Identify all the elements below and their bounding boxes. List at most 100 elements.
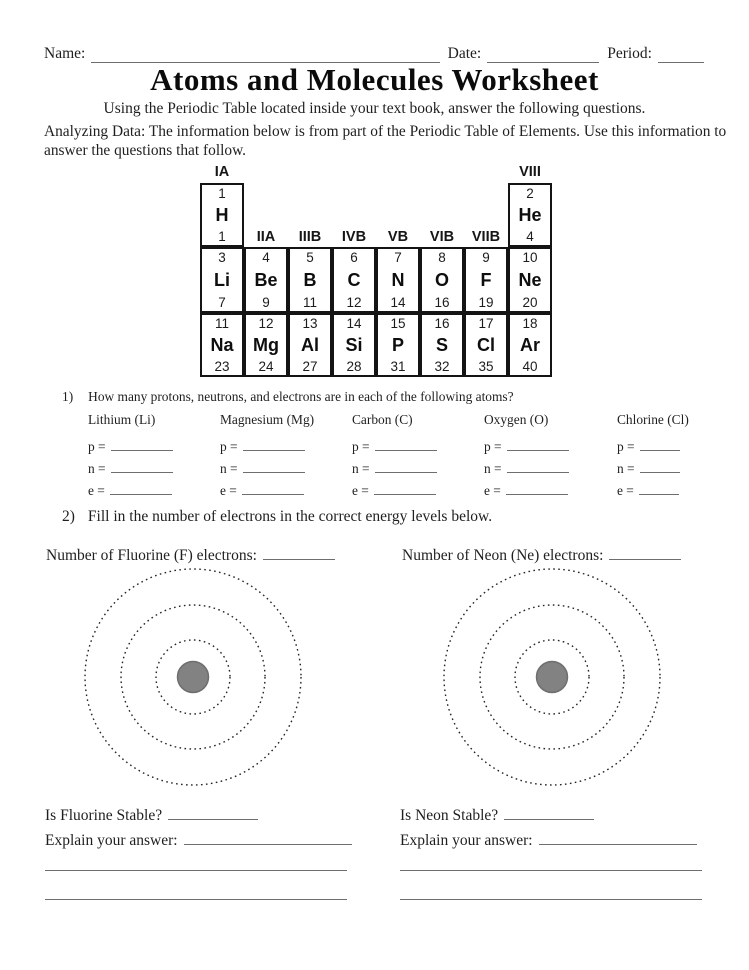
atomic-number: 6 <box>350 250 358 265</box>
n-blank[interactable] <box>639 459 680 473</box>
element-symbol: S <box>435 335 448 355</box>
n-blank[interactable] <box>242 459 305 473</box>
name-blank[interactable] <box>91 49 440 63</box>
e-blank[interactable] <box>241 481 304 495</box>
question2-text: Fill in the number of electrons in the c… <box>87 508 493 525</box>
e-blank[interactable] <box>505 481 568 495</box>
fluorine-stable-label: Is Fluorine Stable? <box>45 807 163 824</box>
neon-explain-row: Explain your answer: <box>400 831 697 850</box>
e-blank[interactable] <box>373 481 436 495</box>
p-blank[interactable] <box>506 437 569 451</box>
explain-label: Explain your answer: <box>400 832 533 849</box>
energy-level-ring-2 <box>479 604 625 750</box>
element-symbol: He <box>518 205 542 225</box>
n-blank[interactable] <box>506 459 569 473</box>
p-blank[interactable] <box>639 437 680 451</box>
fluorine-explain-blank[interactable] <box>183 831 352 845</box>
periodic-table: IA VIII 1 H 1 IIA IIIB IVB VB VIB VIIB 2… <box>200 158 552 377</box>
e-label: e = <box>617 483 634 498</box>
p-label: p = <box>88 439 106 454</box>
period-blank[interactable] <box>658 49 704 63</box>
element-name-label: Carbon (C) <box>352 412 413 427</box>
group-label-ia: IA <box>214 164 230 180</box>
name-label: Name: <box>44 45 86 62</box>
n-label: n = <box>352 461 370 476</box>
e-label: e = <box>352 483 369 498</box>
mass-number: 23 <box>214 358 230 374</box>
neon-electrons-blank[interactable] <box>609 546 682 560</box>
element-cell-n: 7 N 14 <box>376 247 420 313</box>
energy-level-ring-1 <box>514 639 590 715</box>
fluorine-electrons-label: Number of Fluorine (F) electrons: <box>46 547 257 564</box>
element-cell-mg: 12 Mg 24 <box>244 313 288 377</box>
q1-column-carbon: Carbon (C) p = n = e = <box>352 409 437 502</box>
element-symbol: Na <box>210 335 234 355</box>
mass-number: 1 <box>218 228 226 244</box>
fluorine-stable-blank[interactable] <box>168 806 259 820</box>
answer-line[interactable] <box>45 870 347 871</box>
question1-number: 1) <box>62 389 74 404</box>
atomic-number: 9 <box>482 250 490 265</box>
fluorine-stable-row: Is Fluorine Stable? <box>45 806 259 825</box>
element-symbol: B <box>303 270 317 290</box>
energy-level-ring-2 <box>120 604 266 750</box>
e-blank[interactable] <box>638 481 679 495</box>
element-symbol: Ne <box>518 270 542 290</box>
answer-line[interactable] <box>45 899 347 900</box>
mass-number: 20 <box>522 294 538 310</box>
p-blank[interactable] <box>242 437 305 451</box>
element-symbol: Li <box>214 270 230 290</box>
p-label: p = <box>220 439 238 454</box>
periodic-table-top-labels: IA VIII <box>200 158 552 183</box>
element-symbol: C <box>347 270 361 290</box>
mass-number: 19 <box>478 294 494 310</box>
n-blank[interactable] <box>110 459 173 473</box>
element-cell-h: 1 H 1 <box>200 183 244 247</box>
fluorine-electrons-row: Number of Fluorine (F) electrons: <box>46 546 335 565</box>
element-cell-c: 6 C 12 <box>332 247 376 313</box>
group-label-viii: VIII <box>519 164 541 180</box>
p-blank[interactable] <box>374 437 437 451</box>
neon-explain-blank[interactable] <box>538 831 697 845</box>
date-blank[interactable] <box>487 49 600 63</box>
neon-stable-label: Is Neon Stable? <box>400 807 499 824</box>
question1-heading: 1)How many protons, neutrons, and electr… <box>62 389 514 405</box>
n-label: n = <box>617 461 635 476</box>
element-cell-si: 14 Si 28 <box>332 313 376 377</box>
q1-column-chlorine: Chlorine (Cl) p = n = e = <box>617 409 689 502</box>
q1-column-oxygen: Oxygen (O) p = n = e = <box>484 409 569 502</box>
element-name-label: Magnesium (Mg) <box>220 412 315 427</box>
page-title: Atoms and Molecules Worksheet <box>150 62 599 97</box>
atomic-number: 16 <box>434 316 450 331</box>
atomic-number: 11 <box>214 316 229 331</box>
answer-line[interactable] <box>400 899 702 900</box>
name-date-period-row: Name: Date: Period: <box>44 45 704 63</box>
p-blank[interactable] <box>110 437 173 451</box>
n-label: n = <box>220 461 238 476</box>
atomic-number: 15 <box>390 316 406 331</box>
atomic-number: 5 <box>306 250 314 265</box>
mass-number: 31 <box>390 358 406 374</box>
element-name-label: Oxygen (O) <box>484 412 549 427</box>
atomic-number: 7 <box>394 250 402 265</box>
element-symbol: H <box>215 205 229 225</box>
e-blank[interactable] <box>109 481 172 495</box>
element-cell-p: 15 P 31 <box>376 313 420 377</box>
nucleus <box>176 660 210 694</box>
atomic-number: 3 <box>218 250 226 265</box>
element-cell-ne: 10 Ne 20 <box>508 247 552 313</box>
mass-number: 11 <box>302 294 317 310</box>
element-symbol: P <box>391 335 404 355</box>
nucleus <box>535 660 569 694</box>
atomic-number: 4 <box>262 250 270 265</box>
mass-number: 7 <box>218 294 226 310</box>
n-blank[interactable] <box>374 459 437 473</box>
p-label: p = <box>352 439 370 454</box>
fluorine-electrons-blank[interactable] <box>262 546 335 560</box>
answer-line[interactable] <box>400 870 702 871</box>
element-name-label: Chlorine (Cl) <box>617 412 689 427</box>
element-cell-s: 16 S 32 <box>420 313 464 377</box>
e-label: e = <box>88 483 105 498</box>
mass-number: 14 <box>390 294 406 310</box>
neon-stable-blank[interactable] <box>504 806 595 820</box>
